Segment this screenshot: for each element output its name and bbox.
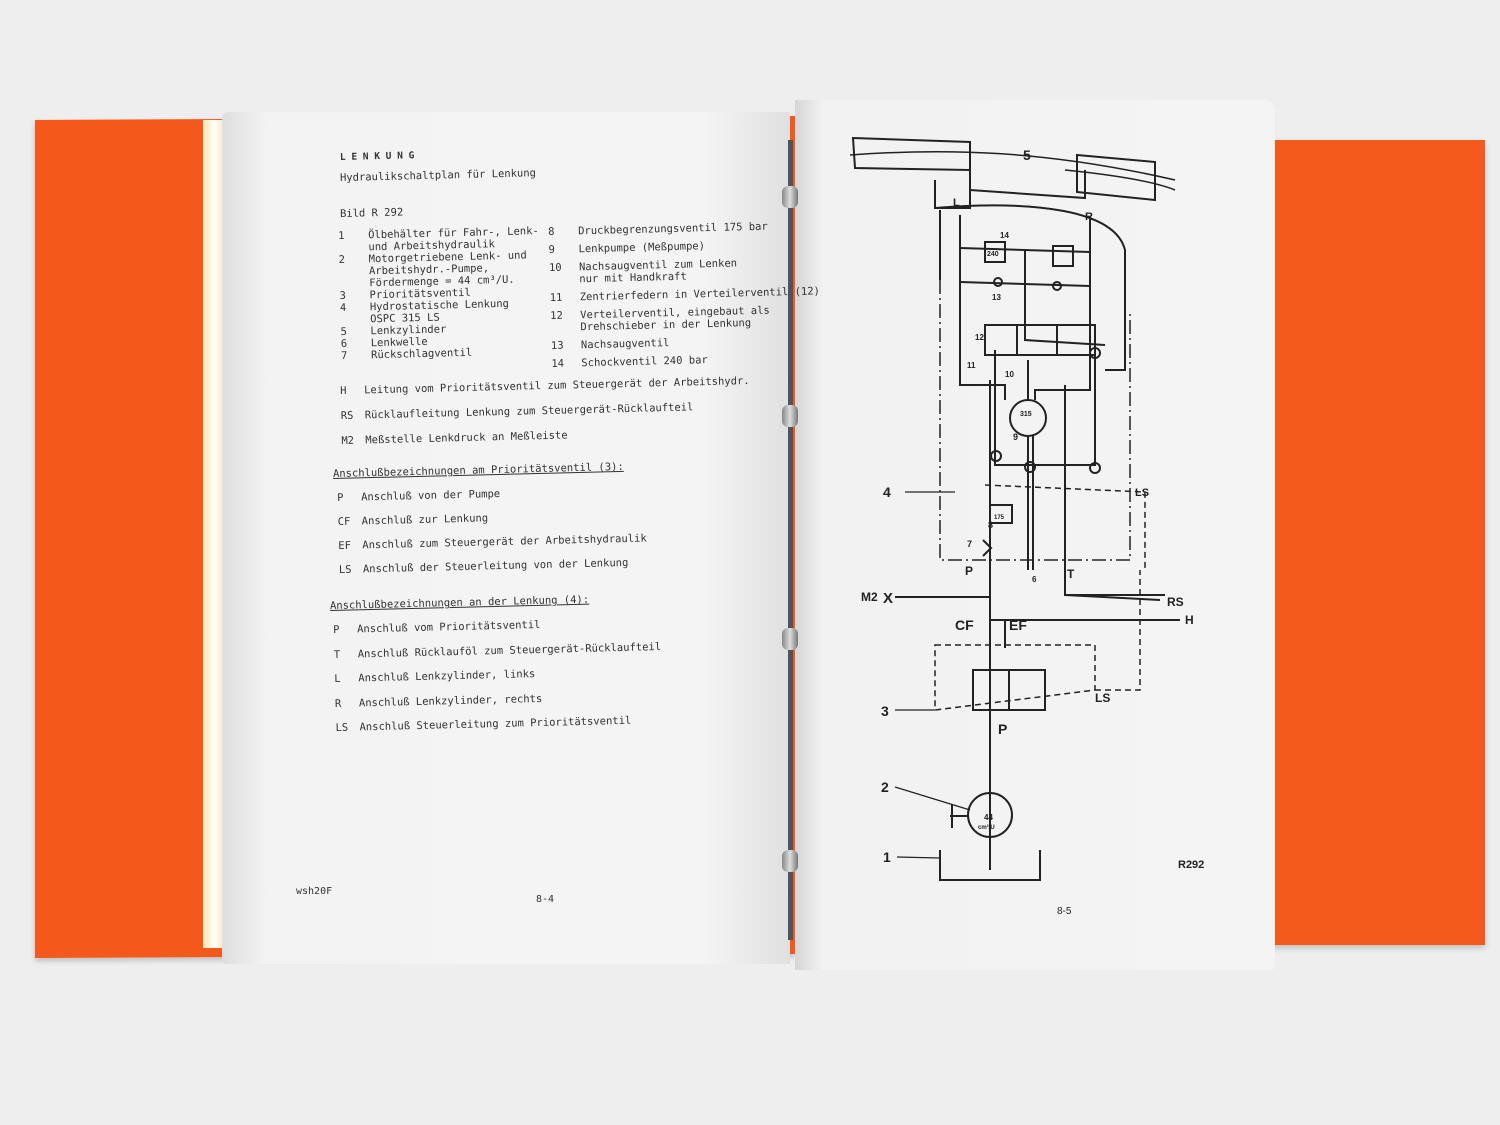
page-number-left: 8-4 <box>536 894 555 905</box>
label-M2: M2 <box>861 590 878 604</box>
label-7: 7 <box>967 539 972 549</box>
figure-code: R292 <box>1178 859 1204 871</box>
priority-valve-3 <box>934 644 1096 711</box>
legend-number: 4 <box>339 301 347 314</box>
label-T: T <box>1067 567 1075 581</box>
label-315: 315 <box>1020 411 1032 418</box>
figure-label: Bild R 292 <box>339 206 404 220</box>
suction-valve-13 <box>993 277 1003 287</box>
port-code: CF <box>337 515 351 528</box>
legend-text: Lenkzylinder <box>370 323 447 338</box>
legend-text: Rückschlagventil <box>370 346 473 362</box>
label-12: 12 <box>975 333 984 342</box>
port-code: R <box>334 697 342 710</box>
label-P-priority: P <box>998 721 1007 737</box>
port-code: EF <box>338 539 352 552</box>
legend-number: 13 <box>550 339 564 352</box>
binder-ring <box>782 628 798 650</box>
label-9: 9 <box>1013 432 1018 442</box>
footer-code: wsh20F <box>296 886 333 897</box>
port-code: L <box>334 672 341 685</box>
left-page <box>222 112 790 964</box>
steering-unit-outline <box>939 280 1131 561</box>
page-number-right: 8-5 <box>1057 906 1072 917</box>
port-code: M2 <box>341 434 355 447</box>
svg-text:X: X <box>883 590 893 607</box>
section-title: L E N K U N G <box>339 150 415 163</box>
label-44: 44 <box>984 813 993 822</box>
shock-valve-14 <box>984 241 1006 263</box>
label-RS: RS <box>1167 595 1184 609</box>
label-EF: EF <box>1009 617 1027 633</box>
legend-number: 6 <box>340 337 348 350</box>
label-240: 240 <box>987 251 999 258</box>
cylinder-right <box>1076 153 1156 202</box>
check-valve-7 <box>982 539 993 557</box>
label-LS-steering: LS <box>1135 487 1149 499</box>
port-code: P <box>333 623 340 636</box>
port-code: P <box>337 491 344 504</box>
label-11: 11 <box>967 361 976 370</box>
tank-1 <box>939 850 1041 881</box>
binder-ring <box>782 405 798 427</box>
label-unit: cm³/U <box>978 824 995 831</box>
label-6: 6 <box>1032 575 1037 584</box>
legend-number: 2 <box>338 253 346 266</box>
legend-number: 11 <box>549 291 563 304</box>
legend-number: 9 <box>548 243 556 256</box>
legend-text: Nachsaugventil <box>580 337 670 352</box>
right-page <box>795 100 1275 970</box>
label-H: H <box>1185 613 1194 627</box>
binder-ring <box>782 186 798 208</box>
port-code: RS <box>340 409 354 422</box>
label-13: 13 <box>992 293 1001 302</box>
metering-pump-9 <box>1009 399 1047 437</box>
legend-number: 10 <box>548 261 562 274</box>
legend-number: 12 <box>550 309 563 322</box>
port-code: LS <box>335 721 349 734</box>
label-10: 10 <box>1005 370 1014 379</box>
label-14: 14 <box>1000 231 1009 240</box>
label-L: L <box>953 197 960 209</box>
binder-ring <box>782 850 798 872</box>
label-R: R <box>1085 211 1093 223</box>
label-LS-priority: LS <box>1095 691 1110 705</box>
distributor-valve-12 <box>984 324 1096 356</box>
binder-spine <box>788 140 793 940</box>
label-1: 1 <box>883 849 891 865</box>
pressure-relief-valve-8 <box>989 504 1013 524</box>
label-3: 3 <box>881 703 889 719</box>
legend-number: 14 <box>551 357 565 370</box>
hydraulic-schematic: 5 L R 14 240 13 12 11 10 315 9 4 LS 8 17… <box>849 136 1204 917</box>
legend-number: 8 <box>548 225 555 238</box>
legend-number: 1 <box>338 229 345 242</box>
legend-number: 3 <box>339 289 347 302</box>
label-CF: CF <box>955 617 974 633</box>
port-code: T <box>333 648 341 661</box>
label-P-steering: P <box>965 564 973 578</box>
label-cylinder: 5 <box>1023 147 1031 163</box>
label-2: 2 <box>881 779 889 795</box>
port-code: LS <box>338 563 352 576</box>
label-8: 8 <box>988 520 993 530</box>
label-175: 175 <box>994 515 1005 521</box>
label-4: 4 <box>883 484 891 500</box>
port-code: H <box>340 384 347 397</box>
legend-number: 5 <box>340 325 347 338</box>
legend-number: 7 <box>340 349 348 362</box>
